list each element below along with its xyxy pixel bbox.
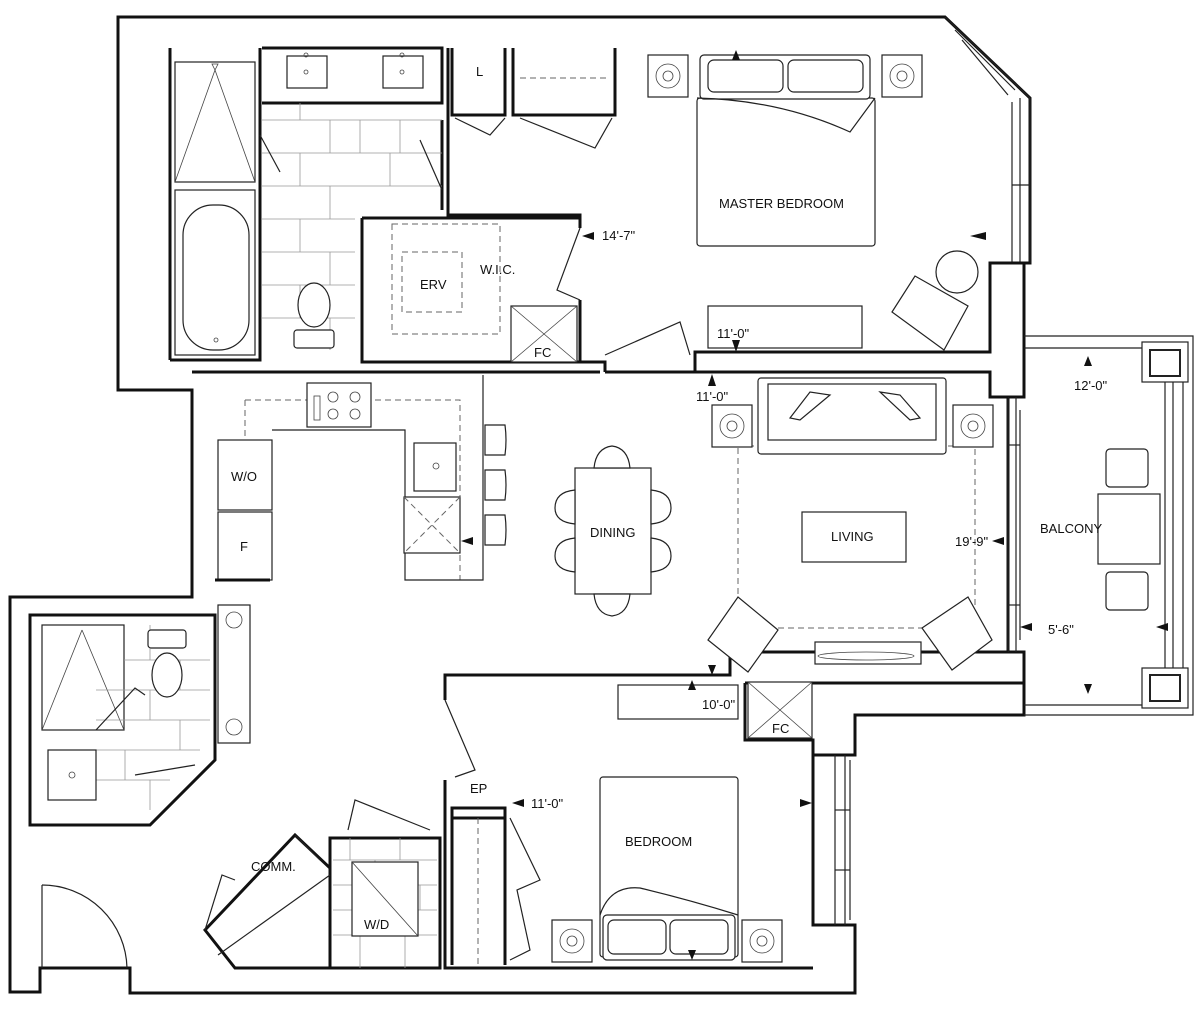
label-ep: EP — [470, 781, 487, 796]
dim-living-depth: 19'-9" — [955, 534, 989, 549]
bedroom-window — [834, 755, 851, 925]
dim-master-depth: 11'-0" — [717, 326, 750, 341]
laundry — [333, 799, 437, 968]
label-wd: W/D — [364, 917, 389, 932]
dim-bedroom-width: 10'-0" — [702, 697, 736, 712]
closet-doors — [454, 77, 613, 149]
bedroom-furniture — [444, 681, 813, 965]
label-dining: DINING — [590, 525, 636, 540]
label-fc-bedroom: FC — [772, 721, 789, 736]
label-washer-oven: W/O — [231, 469, 257, 484]
master-furniture — [647, 54, 979, 351]
second-bath — [41, 624, 210, 810]
master-window — [944, 16, 1031, 263]
label-living: LIVING — [831, 529, 874, 544]
label-balcony: BALCONY — [1040, 521, 1102, 536]
dim-balcony-depth: 5'-6" — [1048, 622, 1074, 637]
dim-balcony-width: 12'-0" — [1074, 378, 1108, 393]
label-erv: ERV — [420, 277, 447, 292]
dining-set — [554, 445, 672, 617]
comm-closet — [204, 834, 331, 956]
label-linen: L — [476, 64, 483, 79]
dim-bedroom-depth: 11'-0" — [531, 796, 564, 811]
kitchen — [215, 375, 507, 744]
exterior-walls — [8, 15, 1032, 995]
label-bedroom: BEDROOM — [625, 834, 692, 849]
label-fc-wic: FC — [534, 345, 551, 360]
living-window — [1007, 397, 1021, 652]
label-wic: W.I.C. — [480, 262, 515, 277]
entry-door — [41, 884, 128, 969]
ensuite-fixtures — [174, 52, 443, 356]
label-master-bedroom: MASTER BEDROOM — [719, 196, 844, 211]
label-fridge: F — [240, 539, 248, 554]
label-comm: COMM. — [251, 859, 296, 874]
balcony — [1024, 335, 1194, 716]
dimension-markers — [461, 50, 1168, 960]
dim-living-width: 11'-0" — [696, 389, 729, 404]
interior-walls — [28, 46, 1030, 970]
dim-wic-width: 14'-7" — [602, 228, 636, 243]
wic-fixtures — [391, 223, 691, 363]
living-furniture — [707, 377, 994, 673]
